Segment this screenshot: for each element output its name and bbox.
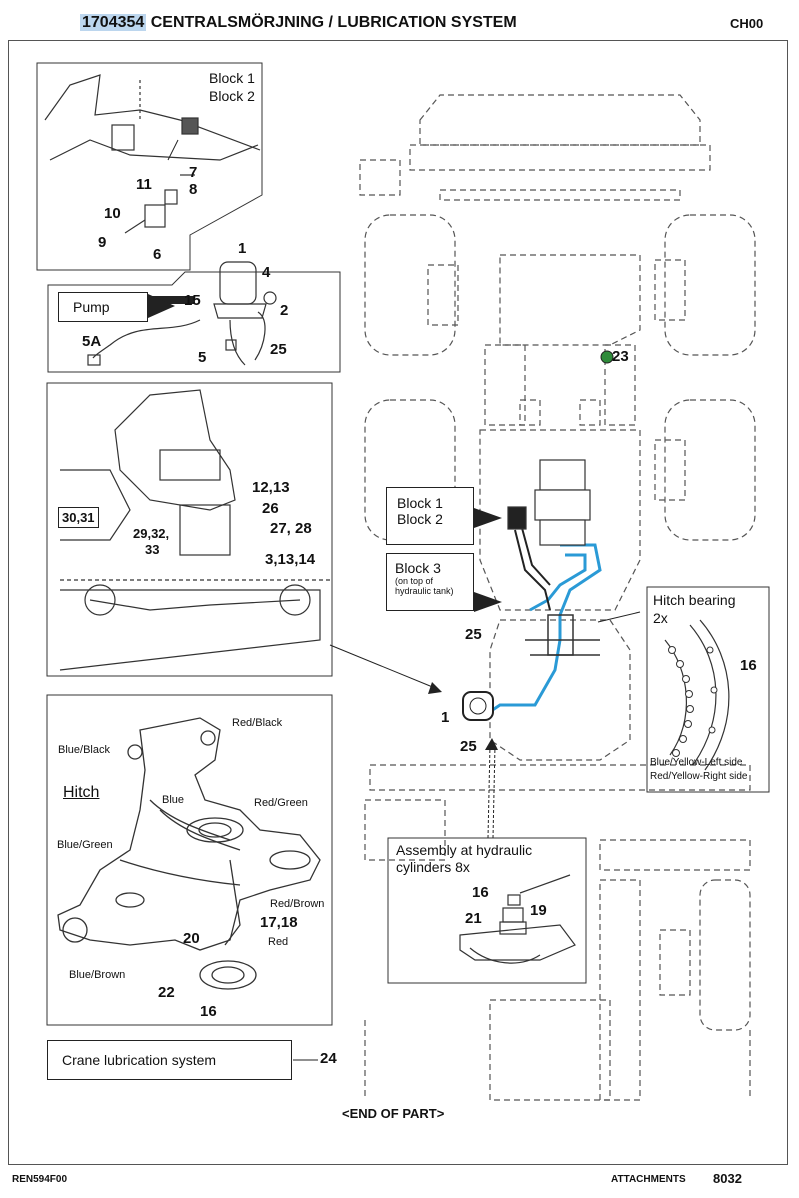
end-of-part: <END OF PART> [342, 1106, 445, 1121]
callout-7: 7 [189, 164, 198, 181]
callout-5: 5 [198, 349, 207, 366]
hitch-bearing-panel [646, 586, 770, 793]
title-text: CENTRALSMÖRJNING / LUBRICATION SYSTEM [150, 14, 517, 31]
block12-box-line1: Block 1 [397, 495, 443, 511]
wire-red: Red [268, 936, 289, 948]
callout-33: 33 [145, 542, 160, 557]
callout-15: 15 [184, 292, 201, 309]
detail-panel [46, 382, 333, 677]
callout-30-31: 30,31 [58, 507, 99, 528]
callout-3-13-14: 3,13,14 [265, 551, 316, 568]
bearing-holes [668, 646, 718, 757]
hitch-bearing-note1: Blue/Yellow-Left side [650, 757, 743, 768]
detail-arrow [428, 682, 442, 694]
part-number: 1704354 [80, 14, 147, 31]
wire-red-green: Red/Green [254, 797, 308, 809]
callout-25c: 25 [460, 738, 477, 755]
callout-24: 24 [320, 1050, 337, 1067]
lube-line [484, 543, 602, 717]
block3-box: Block 3 (on top of hydraulic tank) [386, 553, 474, 611]
hitch-label: Hitch [63, 784, 100, 801]
pump-unit [462, 691, 494, 721]
assembly-drawing [459, 874, 576, 964]
wire-blue-black: Blue/Black [58, 744, 110, 756]
callout-21: 21 [465, 910, 482, 927]
grease-point [600, 350, 614, 364]
callout-16a: 16 [200, 1003, 217, 1020]
page-title: 1704354 CENTRALSMÖRJNING / LUBRICATION S… [80, 14, 517, 32]
callout-4: 4 [262, 264, 271, 281]
callout-17-18: 17,18 [260, 914, 298, 931]
chapter-code: CH00 [730, 16, 764, 31]
callout-16b: 16 [740, 657, 757, 674]
section-name: ATTACHMENTS [611, 1174, 686, 1185]
callout-16c: 16 [472, 884, 489, 901]
hitch-bearing-drawing [664, 619, 730, 771]
block3-line3: hydraulic tank) [395, 586, 454, 596]
assembly-panel [387, 837, 587, 984]
callout-29-32: 29,32, [133, 526, 170, 541]
callout-23: 23 [612, 348, 629, 365]
hitch-joint [525, 614, 600, 656]
block3-arrow [474, 592, 502, 612]
hitch-drawing [57, 717, 321, 990]
block3-line1: Block 3 [395, 560, 441, 576]
hose-lines [514, 527, 551, 611]
callout-12-13: 12,13 [252, 479, 290, 496]
assembly-line1: Assembly at hydraulic [396, 842, 533, 858]
pump-arrow [148, 294, 175, 318]
callout-10: 10 [104, 205, 121, 222]
callout-9: 9 [98, 234, 107, 251]
callout-2: 2 [280, 302, 289, 319]
callout-22: 22 [158, 984, 175, 1001]
callout-6: 6 [153, 246, 162, 263]
hitch-panel [46, 694, 333, 1026]
callout-25a: 25 [270, 341, 287, 358]
pump-label: Pump [58, 292, 148, 322]
callout-19: 19 [530, 902, 547, 919]
block12-label-2: Block 2 [209, 88, 255, 104]
block12-drawing [44, 74, 261, 234]
hitch-bearing-line2: 2x [653, 610, 668, 626]
page-number: 8032 [713, 1171, 742, 1186]
callout-20: 20 [183, 930, 200, 947]
block12-box-line2: Block 2 [397, 511, 443, 527]
callout-25b: 25 [465, 626, 482, 643]
pump-panel [47, 271, 341, 373]
wire-blue: Blue [162, 794, 185, 806]
wire-red-black: Red/Black [232, 717, 283, 729]
machine-outline [359, 94, 756, 1101]
wire-blue-green: Blue/Green [57, 839, 113, 851]
detail-drawing [59, 389, 330, 671]
callout-26: 26 [262, 500, 279, 517]
hitch-bearing-line1: Hitch bearing [653, 592, 736, 608]
drawing-frame [8, 40, 788, 1165]
callout-1: 1 [238, 240, 247, 257]
block12-panel [36, 62, 263, 271]
callout-5a: 5A [82, 333, 102, 350]
wire-red-brown: Red/Brown [270, 898, 325, 910]
block12-arrow [474, 508, 502, 528]
callout-1b: 1 [441, 709, 450, 726]
crane-lubrication-label: Crane lubrication system [47, 1040, 292, 1080]
doc-code: REN594F00 [12, 1174, 68, 1185]
central-pump [507, 459, 591, 546]
assembly-arrow [485, 738, 498, 750]
assembly-line2: cylinders 8x [396, 859, 470, 875]
callout-27-28: 27, 28 [270, 520, 312, 537]
callout-8: 8 [189, 181, 198, 198]
callout-11: 11 [136, 176, 152, 193]
hitch-bearing-note2: Red/Yellow-Right side [650, 771, 748, 782]
block12-label-1: Block 1 [209, 70, 255, 86]
leader-lines [167, 139, 641, 1061]
block3-line2: (on top of [395, 576, 434, 586]
wire-blue-brown: Blue/Brown [69, 969, 126, 981]
block12-box: Block 1 Block 2 [386, 487, 474, 545]
